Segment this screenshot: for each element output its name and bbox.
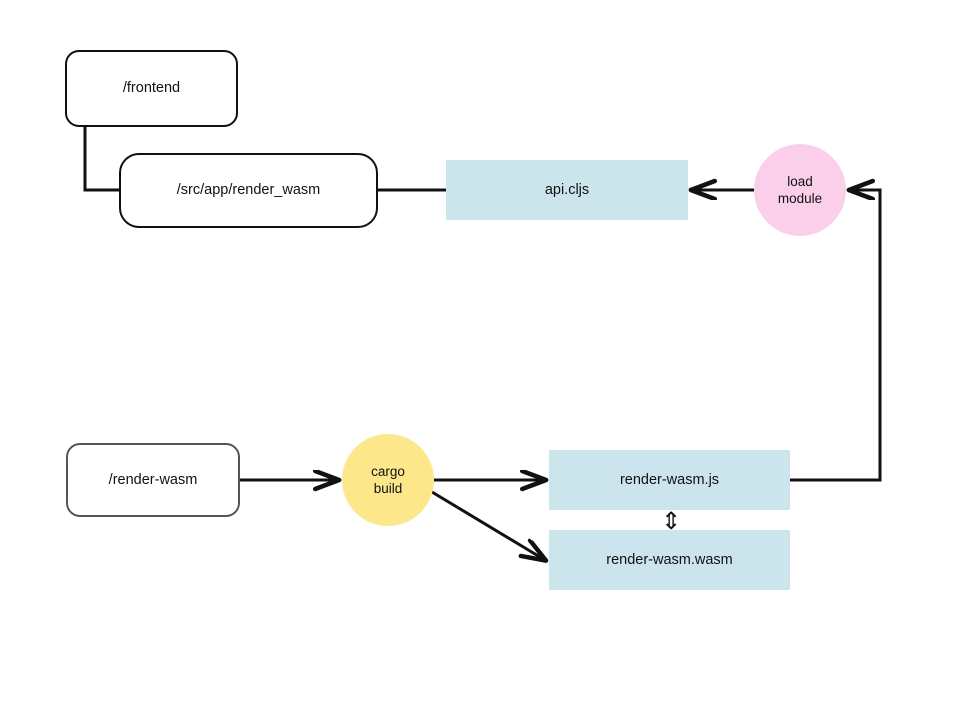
node-src-app-render-wasm-label: /src/app/render_wasm (176, 182, 321, 199)
edge-frontend-to-src-app (83, 127, 119, 192)
bidirectional-arrow-icon: ⇕ (655, 506, 687, 536)
node-frontend-label: /frontend (122, 80, 181, 97)
node-render-wasm-wasm[interactable]: render-wasm.wasm (549, 530, 790, 590)
node-cargo-build-label: cargo build (371, 463, 405, 496)
bidirectional-arrow-glyph: ⇕ (660, 507, 682, 535)
node-api-cljs[interactable]: api.cljs (446, 160, 688, 220)
node-render-wasm-dir[interactable]: /render-wasm (66, 443, 240, 517)
node-src-app-render-wasm[interactable]: /src/app/render_wasm (119, 153, 378, 228)
node-render-wasm-js-label: render-wasm.js (619, 471, 720, 488)
node-api-cljs-label: api.cljs (544, 181, 590, 198)
node-render-wasm-js[interactable]: render-wasm.js (549, 450, 790, 510)
node-render-wasm-dir-label: /render-wasm (108, 471, 198, 488)
node-load-module-label: load module (777, 173, 823, 206)
node-cargo-build[interactable]: cargo build (342, 434, 434, 526)
node-render-wasm-wasm-label: render-wasm.wasm (606, 551, 733, 568)
node-frontend[interactable]: /frontend (65, 50, 238, 127)
node-load-module[interactable]: load module (754, 144, 846, 236)
edge-cargo-build-to-render-wasm-wasm (431, 490, 545, 560)
